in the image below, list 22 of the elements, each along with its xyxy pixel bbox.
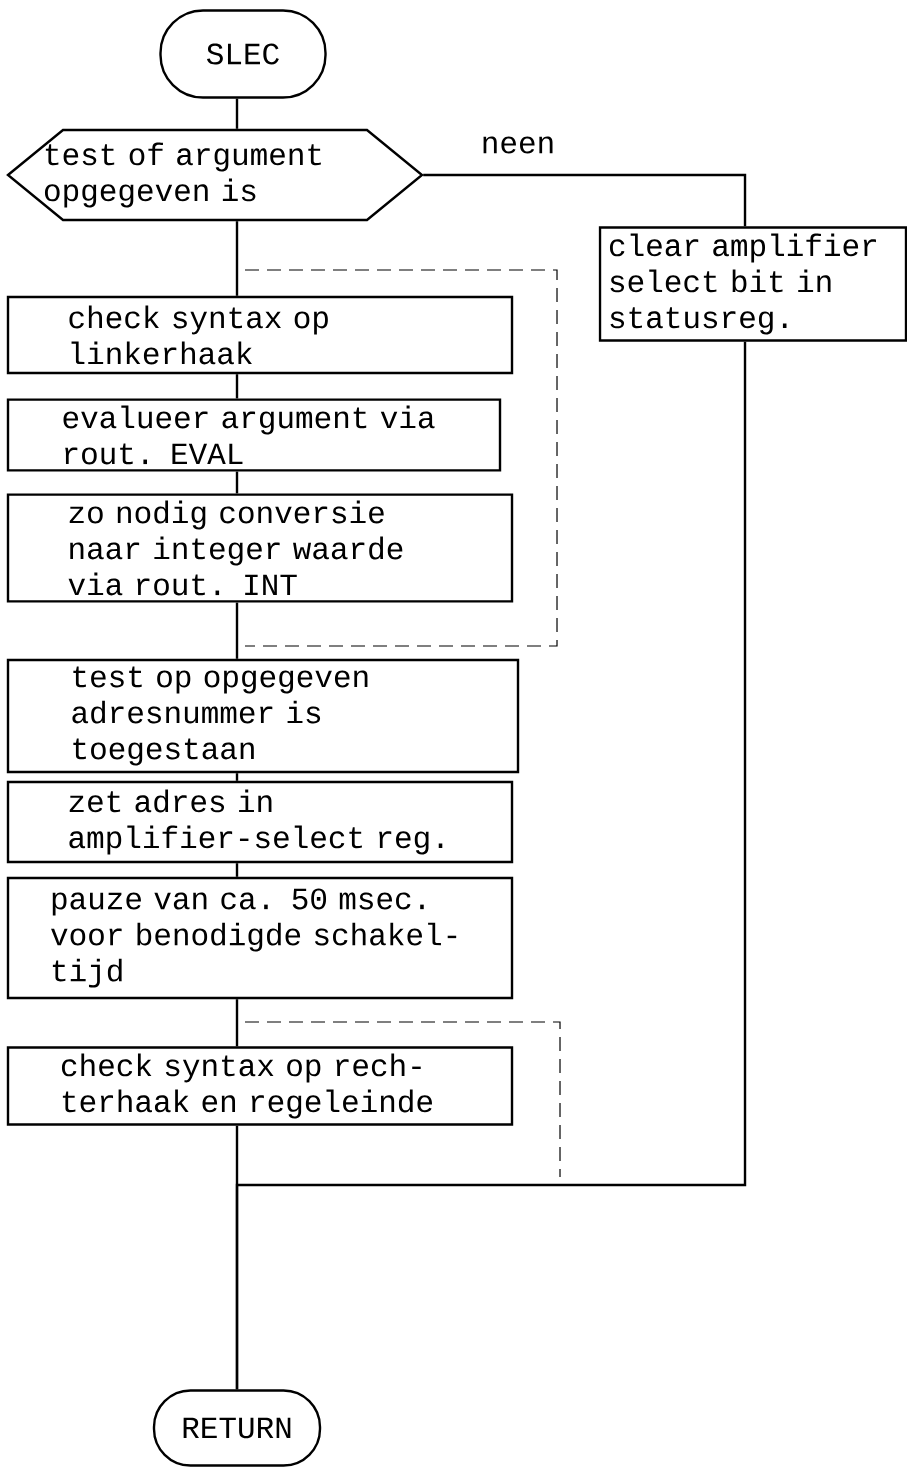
process-box: check syntax op linkerhaak	[6, 295, 514, 375]
connector-line	[235, 773, 239, 781]
connector-line	[235, 221, 239, 296]
connector-line	[235, 863, 239, 877]
connector-line	[235, 602, 239, 659]
process-box: check syntax op rech- terhaak en regeleinde	[6, 1046, 514, 1126]
process-box: pauze van ca. 50 msec. voor benodigde schakel- tijd	[6, 876, 514, 1000]
terminal-box: RETURN	[152, 1389, 322, 1467]
connector-line	[235, 374, 239, 399]
connector-line	[235, 98, 239, 129]
decision-hexagon: test of argument opgegeven is	[6, 128, 424, 222]
process-box: zet adres in amplifier-select reg.	[6, 780, 514, 864]
edge-label: neen	[478, 134, 558, 156]
process-box: zo nodig conversie naar integer waarde via rout. INT	[6, 493, 514, 603]
process-box: evalueer argument via rout. EVAL	[6, 398, 502, 472]
connector-line	[235, 999, 239, 1047]
process-box: test op opgegeven adresnummer is toegestaan	[6, 658, 520, 774]
connector-line	[423, 173, 747, 227]
process-box: clear amplifier select bit in statusreg.	[598, 226, 907, 342]
connector-line	[235, 471, 239, 494]
terminal-box: SLEC	[159, 9, 327, 99]
connector-line	[235, 341, 747, 1390]
